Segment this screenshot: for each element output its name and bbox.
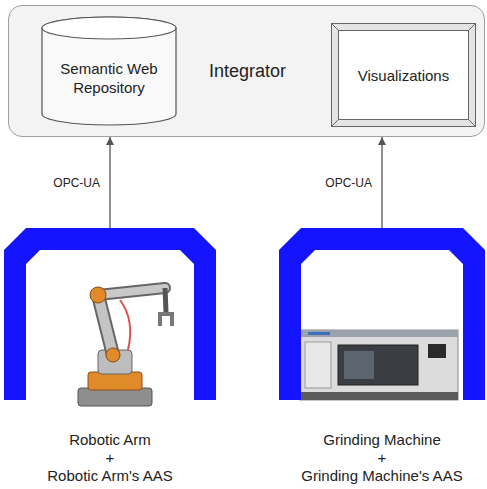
robot-elbow (90, 287, 106, 303)
machine-top-strip (300, 330, 458, 337)
bevel-corner (331, 23, 338, 30)
cylinder-body (42, 17, 176, 125)
protocol-label: OPC-UA (323, 176, 374, 190)
bevel-inner (339, 31, 469, 120)
equipment-label: + (4, 449, 216, 467)
machine-base (300, 392, 458, 400)
connector-arrow (109, 137, 110, 228)
system-box: Integrator Semantic Web Repository Visuali… (8, 5, 485, 137)
node-text-group: Visualizations (358, 66, 449, 85)
robot-turntable (88, 372, 142, 390)
bevel-outer (332, 24, 476, 127)
portal-arch (279, 228, 485, 400)
machine-window (338, 345, 418, 385)
node-text-group: Grinding Machine+Grinding Machine's AAS (279, 431, 485, 485)
robot-lower-arm (98, 295, 113, 355)
robot-lower-arm-outline (98, 295, 113, 355)
machine-logo (308, 332, 330, 335)
equipment-label: Grinding Machine (279, 431, 485, 449)
machine-body (300, 330, 458, 400)
equipment-label: + (279, 449, 485, 467)
equipment-label: Grinding Machine's AAS (279, 467, 485, 485)
robot-forearm-outline (98, 288, 165, 295)
bevel-corner (469, 23, 476, 30)
machine-side-door (305, 342, 331, 388)
equipment-portal: Grinding Machine+Grinding Machine's AAS (279, 228, 485, 486)
node-text-group: Semantic Web Repository (51, 59, 167, 97)
portal-shape (4, 228, 216, 400)
bevel-corner (469, 120, 476, 127)
robot-forearm (98, 288, 165, 295)
portal-arch (4, 228, 216, 400)
cylinder-top (42, 17, 176, 39)
equipment-portal: Robotic Arm+Robotic Arm's AAS (4, 228, 216, 486)
database-cylinder: Semantic Web Repository (41, 16, 177, 126)
robot-arm-illustration (78, 287, 174, 406)
node-label: Integrator (209, 61, 286, 82)
display-box: Visualizations (331, 23, 476, 127)
machine-control-screen (428, 344, 446, 358)
node-text-group: Integrator (207, 61, 286, 82)
connector-arrow (381, 137, 382, 228)
robot-base (78, 388, 152, 406)
equipment-label: Robotic Arm (4, 431, 216, 449)
bevel-corner (331, 120, 338, 127)
robot-hip (106, 348, 120, 362)
node-text-group: Robotic Arm+Robotic Arm's AAS (4, 431, 216, 485)
robot-gripper (158, 312, 174, 326)
machine-window-pane (344, 351, 374, 379)
equipment-label: Robotic Arm's AAS (4, 467, 216, 485)
protocol-label: OPC-UA (51, 176, 102, 190)
node-label: Visualizations (358, 66, 449, 85)
portal-shape (279, 228, 485, 400)
node-label: Semantic Web Repository (51, 59, 167, 97)
grinding-machine-illustration (300, 330, 458, 400)
robot-wrist (165, 288, 166, 312)
robot-cable (120, 300, 130, 350)
